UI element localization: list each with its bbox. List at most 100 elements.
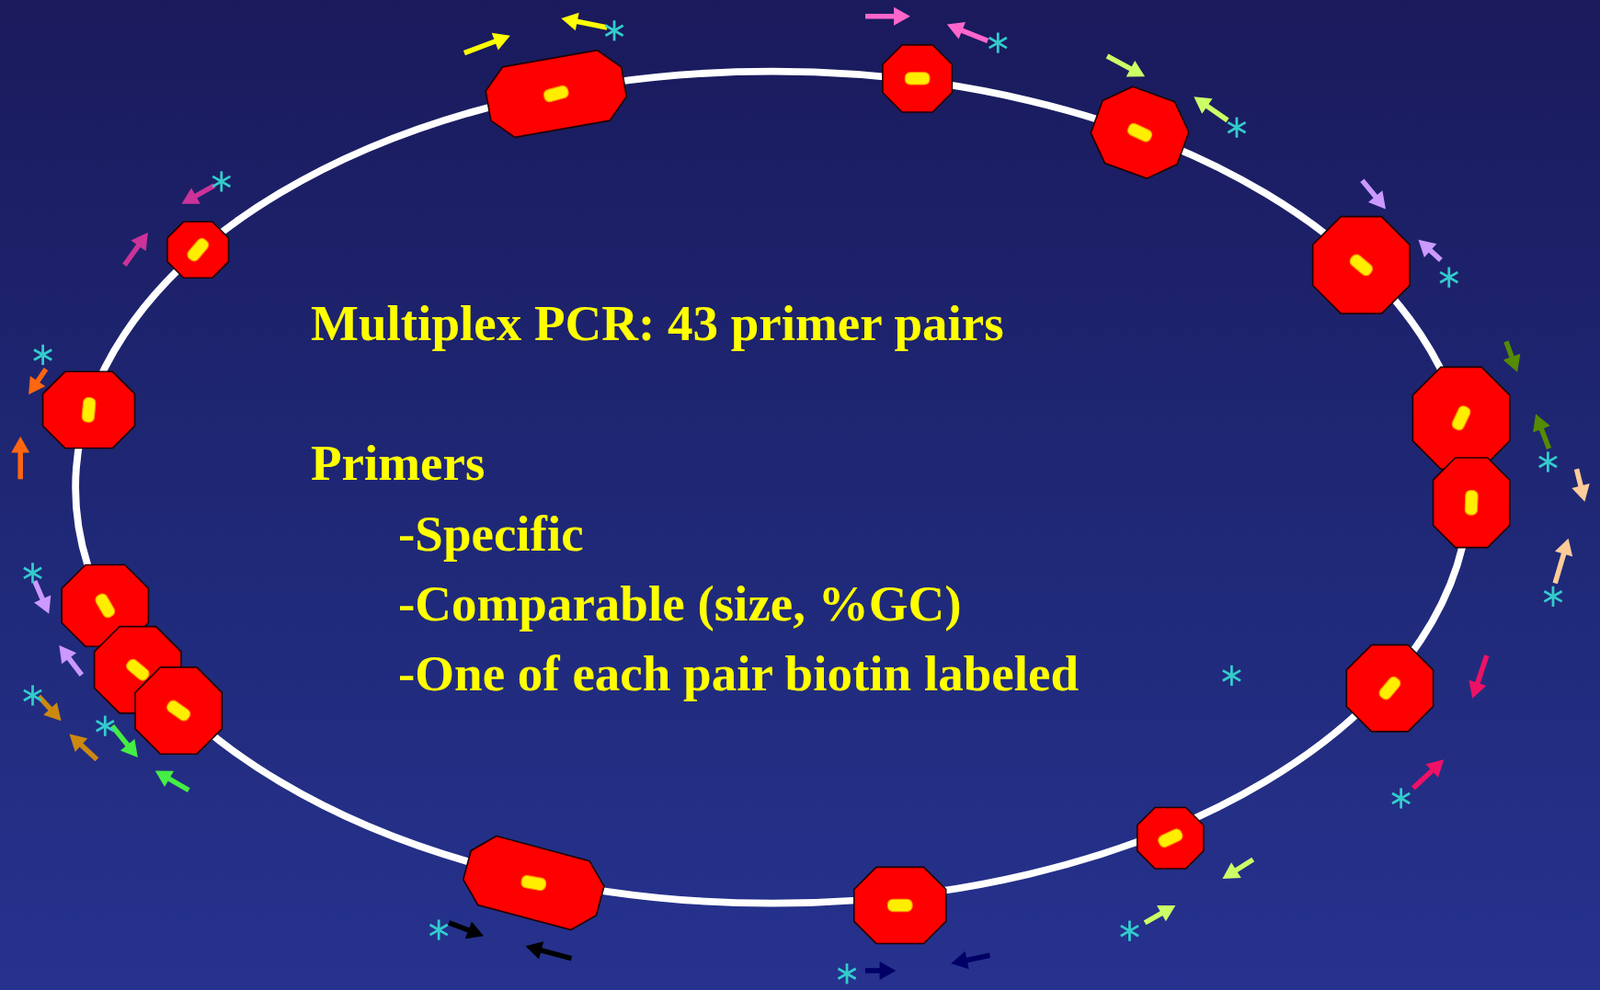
- primer-head: [560, 12, 579, 32]
- asterisk-stroke: [1539, 457, 1557, 468]
- primer-shaft: [1475, 655, 1486, 687]
- primer-arrow: [560, 12, 607, 32]
- primer-head: [893, 7, 911, 26]
- primer-arrow: [1554, 538, 1573, 584]
- biotin-asterisk: [1392, 788, 1410, 809]
- asterisk-stroke: [989, 37, 1007, 48]
- primer-head: [465, 922, 484, 940]
- asterisk-stroke: [34, 349, 52, 360]
- probe-site: [185, 236, 211, 263]
- asterisk-stroke: [212, 176, 230, 187]
- probe-site: [1348, 252, 1375, 278]
- primer-shaft: [124, 242, 141, 266]
- primer-shaft: [865, 13, 899, 20]
- primer-arrow: [1413, 759, 1444, 789]
- gene-shape: [457, 831, 610, 937]
- asterisk-stroke: [23, 690, 42, 701]
- primer-arrow: [865, 961, 896, 981]
- primer-shaft: [1203, 103, 1228, 121]
- probe-site: [904, 72, 930, 85]
- gene-octagon: [457, 831, 610, 937]
- probe-site: [1450, 404, 1472, 433]
- biotin-asterisk: [1227, 117, 1246, 138]
- primer-shaft: [958, 29, 988, 42]
- asterisk-stroke: [1222, 670, 1241, 681]
- primer-head: [1193, 96, 1212, 114]
- primer-head: [155, 771, 174, 789]
- primer-head: [947, 22, 966, 40]
- primer-shaft: [1554, 549, 1566, 583]
- probe-site: [164, 698, 192, 723]
- list-item: -Specific: [398, 508, 584, 560]
- asterisk-stroke: [1227, 122, 1246, 133]
- primer-arrow: [448, 922, 484, 940]
- biotin-asterisk: [23, 685, 42, 706]
- biotin-asterisk: [1543, 586, 1562, 607]
- asterisk-stroke: [96, 720, 115, 732]
- asterisk-stroke: [1392, 793, 1410, 804]
- list-heading: Primers: [310, 437, 485, 489]
- primer-arrow: [1468, 655, 1486, 699]
- asterisk-stroke: [430, 925, 448, 936]
- asterisk-stroke: [1440, 272, 1458, 283]
- gene-octagon: [882, 45, 952, 113]
- gene-shape: [1137, 807, 1204, 869]
- probe-site: [93, 592, 117, 620]
- primer-head: [28, 376, 46, 395]
- asterisk-stroke: [605, 25, 623, 36]
- primer-arrow: [11, 436, 30, 480]
- primer-arrow: [1107, 56, 1145, 78]
- primer-shaft: [1107, 56, 1134, 71]
- probe-site: [124, 657, 151, 683]
- primer-head: [43, 702, 61, 721]
- biotin-asterisk: [1539, 451, 1557, 472]
- asterisk-stroke: [34, 349, 52, 360]
- probe-site: [887, 899, 913, 912]
- primer-head: [1554, 538, 1573, 558]
- primer-head: [182, 187, 201, 204]
- primer-shaft: [1413, 767, 1436, 789]
- asterisk-stroke: [605, 25, 623, 36]
- gene-shape: [1433, 457, 1510, 549]
- primer-head: [58, 645, 77, 664]
- primer-arrow: [182, 185, 216, 205]
- primer-arrow: [1193, 96, 1228, 121]
- biotin-asterisk: [837, 963, 856, 984]
- primer-arrow: [947, 22, 988, 41]
- gene-octagon: [1433, 457, 1510, 549]
- biotin-asterisk: [989, 32, 1007, 53]
- primer-head: [525, 941, 544, 960]
- asterisk-stroke: [23, 690, 42, 701]
- primer-arrow: [1503, 342, 1521, 373]
- asterisk-stroke: [212, 176, 230, 187]
- primer-shaft: [464, 40, 499, 54]
- primer-head: [1571, 483, 1589, 503]
- asterisk-stroke: [23, 568, 42, 579]
- asterisk-stroke: [1543, 591, 1562, 602]
- biotin-asterisk: [605, 20, 623, 41]
- biotin-asterisk: [1440, 267, 1458, 288]
- primer-arrow: [950, 951, 990, 971]
- gene-shape: [854, 867, 947, 944]
- primer-head: [491, 33, 511, 51]
- primer-head: [880, 961, 897, 981]
- gene-shape: [1346, 645, 1433, 732]
- primer-arrow: [1144, 905, 1176, 924]
- asterisk-stroke: [1543, 591, 1562, 602]
- asterisk-stroke: [96, 720, 115, 732]
- primer-shaft: [962, 955, 990, 961]
- asterisk-stroke: [1120, 925, 1139, 937]
- gene-shape: [882, 45, 952, 113]
- asterisk-stroke: [1440, 272, 1458, 283]
- primer-head: [11, 436, 30, 454]
- asterisk-stroke: [430, 925, 448, 936]
- probe-site: [1126, 122, 1155, 144]
- probe-site: [542, 84, 570, 103]
- primer-head: [1532, 413, 1551, 433]
- primer-arrow: [112, 726, 138, 758]
- asterisk-stroke: [1392, 793, 1410, 804]
- primer-head: [1368, 190, 1386, 209]
- asterisk-stroke: [1120, 925, 1139, 937]
- primer-arrow: [58, 645, 81, 675]
- gene-shape: [481, 46, 630, 141]
